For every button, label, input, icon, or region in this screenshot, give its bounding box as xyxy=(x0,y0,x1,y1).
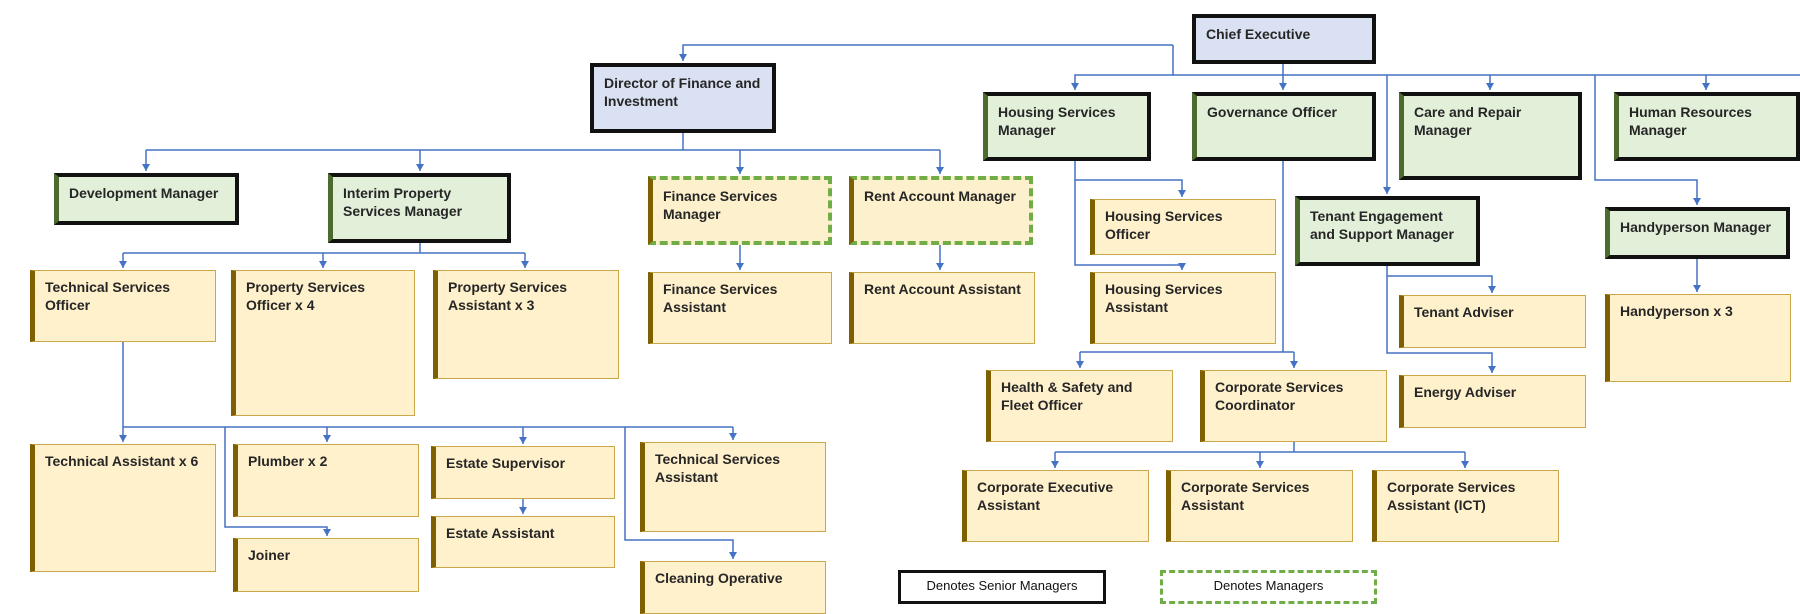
rent-account-manager-box[interactable]: Rent Account Manager xyxy=(849,176,1033,245)
connector-arrowhead xyxy=(1383,187,1391,194)
technical-services-officer-box[interactable]: Technical Services Officer xyxy=(30,270,216,342)
connector-arrowhead xyxy=(1256,461,1264,468)
connector-arrowhead xyxy=(936,167,944,174)
corporate-services-coordinator-box[interactable]: Corporate Services Coordinator xyxy=(1200,370,1387,442)
human-resources-manager-box[interactable]: Human Resources Manager xyxy=(1614,92,1800,161)
development-manager-box[interactable]: Development Manager xyxy=(54,173,239,225)
connector-arrowhead xyxy=(729,552,737,559)
connector-arrowhead xyxy=(729,433,737,440)
joiner-box[interactable]: Joiner xyxy=(233,538,419,592)
connector-line xyxy=(624,427,734,559)
connector-arrowhead xyxy=(1488,366,1496,373)
connector-arrowhead xyxy=(1290,361,1298,368)
connector-line xyxy=(1074,161,1183,197)
connector-line xyxy=(1387,275,1493,293)
connector-arrowhead xyxy=(1178,190,1186,197)
connector-arrowhead xyxy=(319,261,327,268)
legend-managers: Denotes Managers xyxy=(1160,570,1377,604)
connector-arrowhead xyxy=(936,263,944,270)
handyperson-manager-box[interactable]: Handyperson Manager xyxy=(1605,207,1790,259)
housing-services-assistant-box[interactable]: Housing Services Assistant xyxy=(1090,272,1276,344)
finance-services-assistant-box[interactable]: Finance Services Assistant xyxy=(648,272,832,344)
care-and-repair-manager-box[interactable]: Care and Repair Manager xyxy=(1399,92,1582,180)
connector-line xyxy=(682,44,1173,61)
technical-assistant-box[interactable]: Technical Assistant x 6 xyxy=(30,444,216,572)
interim-property-services-manager-box[interactable]: Interim Property Services Manager xyxy=(328,173,511,243)
rent-account-assistant-box[interactable]: Rent Account Assistant xyxy=(849,272,1035,344)
connector-arrowhead xyxy=(1279,83,1287,90)
connector-arrowhead xyxy=(1702,83,1710,90)
tenant-engagement-support-manager-box[interactable]: Tenant Engagement and Support Manager xyxy=(1295,196,1480,266)
connector-line xyxy=(1594,75,1698,205)
chief-executive-box[interactable]: Chief Executive xyxy=(1192,14,1376,64)
connector-arrowhead xyxy=(736,167,744,174)
estate-supervisor-box[interactable]: Estate Supervisor xyxy=(431,446,615,499)
finance-services-manager-box[interactable]: Finance Services Manager xyxy=(648,176,832,245)
connector-arrowhead xyxy=(736,263,744,270)
connector-arrowhead xyxy=(519,507,527,514)
corporate-executive-assistant-box[interactable]: Corporate Executive Assistant xyxy=(962,470,1149,542)
connector-arrowhead xyxy=(1071,83,1079,90)
connector-arrowhead xyxy=(679,54,687,61)
connector-arrowhead xyxy=(1178,263,1186,270)
tenant-adviser-box[interactable]: Tenant Adviser xyxy=(1399,295,1586,348)
connector-arrowhead xyxy=(1051,461,1059,468)
plumber-box[interactable]: Plumber x 2 xyxy=(233,444,419,517)
corporate-services-assistant-ict-box[interactable]: Corporate Services Assistant (ICT) xyxy=(1372,470,1559,542)
connector-arrowhead xyxy=(323,435,331,442)
connector-arrowhead xyxy=(1693,198,1701,205)
connector-arrowhead xyxy=(142,164,150,171)
connector-line xyxy=(1074,45,1174,90)
connector-arrowhead xyxy=(1486,83,1494,90)
connector-arrowhead xyxy=(519,437,527,444)
connector-arrowhead xyxy=(1076,361,1084,368)
legend-senior-managers: Denotes Senior Managers xyxy=(898,570,1106,604)
connector-arrowhead xyxy=(521,261,529,268)
connector-arrowhead xyxy=(119,261,127,268)
technical-services-assistant-box[interactable]: Technical Services Assistant xyxy=(640,442,826,532)
connector-arrowhead xyxy=(1488,286,1496,293)
energy-adviser-box[interactable]: Energy Adviser xyxy=(1399,375,1586,428)
cleaning-operative-box[interactable]: Cleaning Operative xyxy=(640,561,826,614)
corporate-services-assistant-box[interactable]: Corporate Services Assistant xyxy=(1166,470,1353,542)
connector-arrowhead xyxy=(1693,285,1701,292)
property-services-assistant-box[interactable]: Property Services Assistant x 3 xyxy=(433,270,619,379)
health-safety-fleet-officer-box[interactable]: Health & Safety and Fleet Officer xyxy=(986,370,1173,442)
director-finance-investment-box[interactable]: Director of Finance and Investment xyxy=(590,63,776,133)
connector-arrowhead xyxy=(416,164,424,171)
connector-arrowhead xyxy=(119,435,127,442)
housing-services-officer-box[interactable]: Housing Services Officer xyxy=(1090,199,1276,255)
property-services-officer-box[interactable]: Property Services Officer x 4 xyxy=(231,270,415,416)
connector-arrowhead xyxy=(323,529,331,536)
connector-line xyxy=(1386,266,1493,373)
handyperson-box[interactable]: Handyperson x 3 xyxy=(1605,294,1791,382)
connector-arrowhead xyxy=(1461,461,1469,468)
estate-assistant-box[interactable]: Estate Assistant xyxy=(431,516,615,568)
housing-services-manager-box[interactable]: Housing Services Manager xyxy=(983,92,1151,161)
governance-officer-box[interactable]: Governance Officer xyxy=(1192,92,1376,161)
